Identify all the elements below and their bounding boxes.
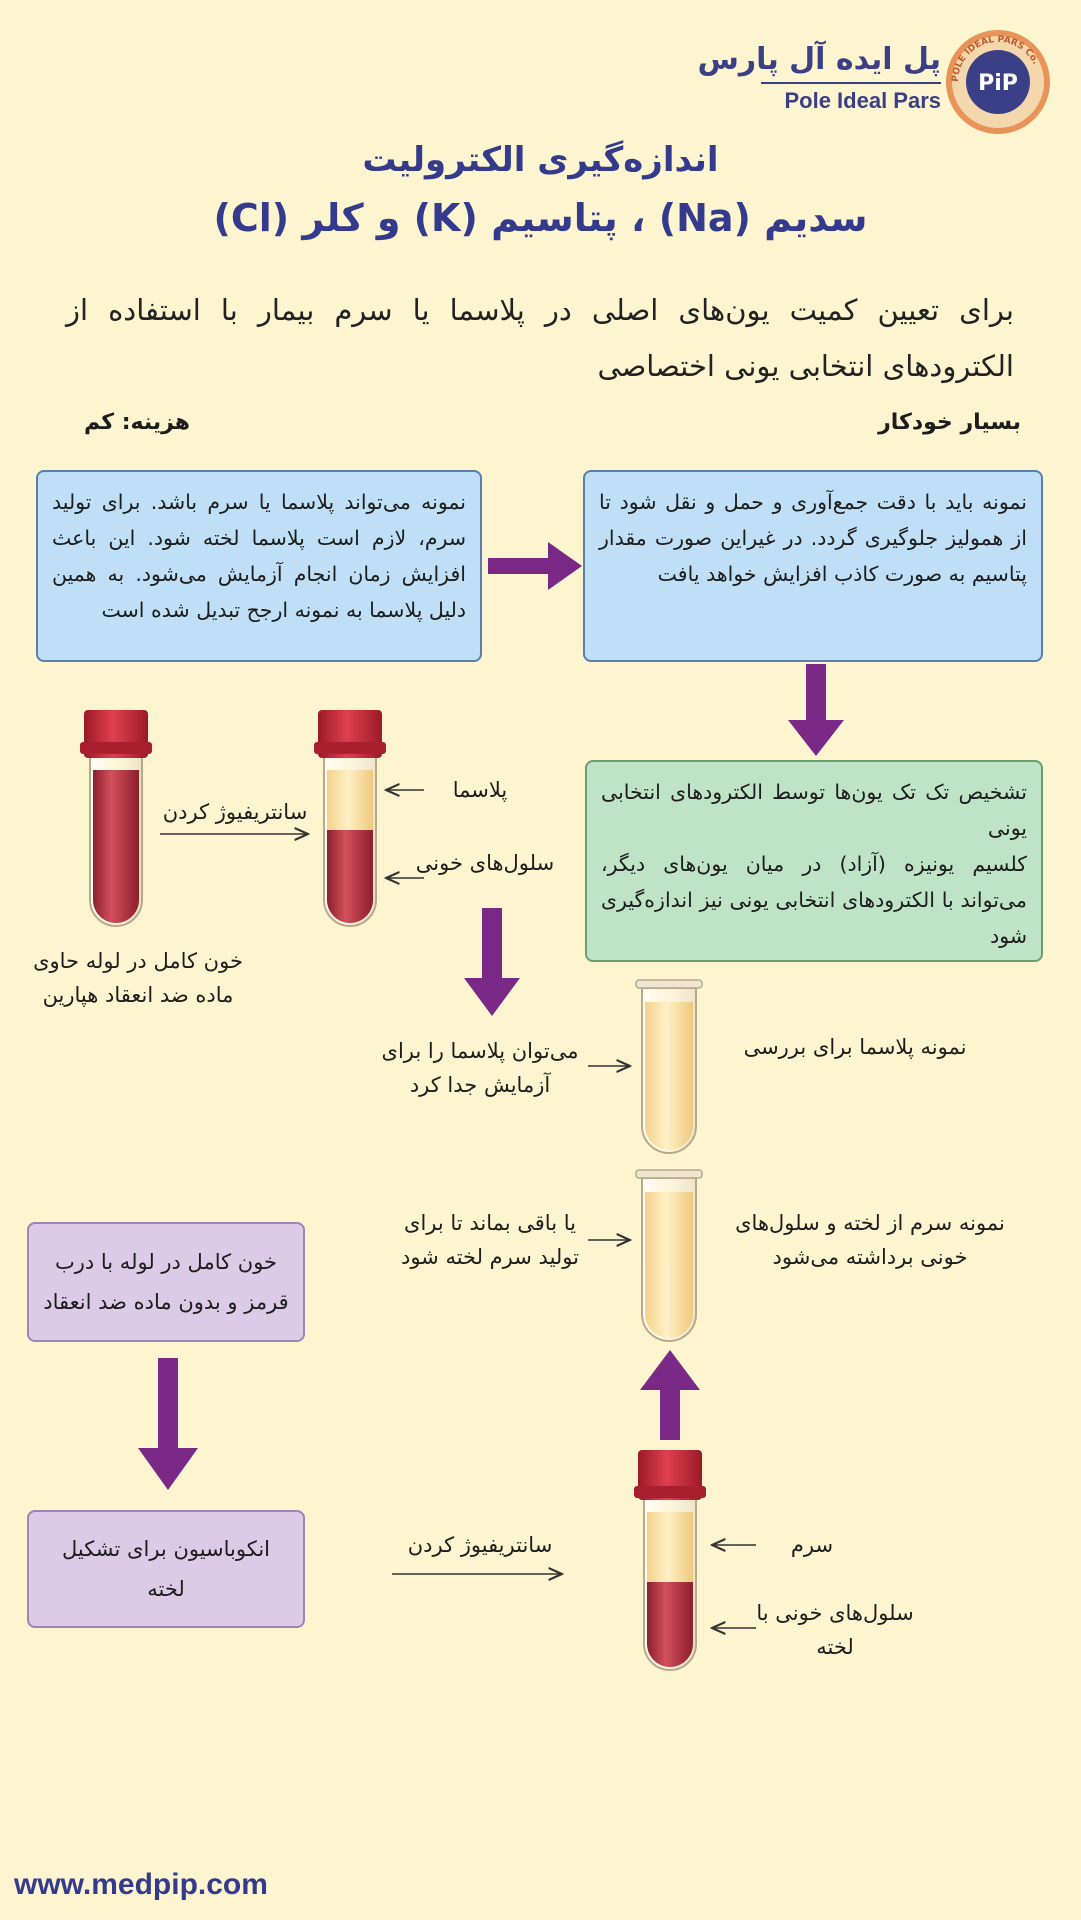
arrow-up-to-serum-tube bbox=[640, 1350, 700, 1440]
serum-sample-tube bbox=[636, 1170, 702, 1341]
arrow-down-to-ise-box bbox=[788, 664, 844, 756]
arrow-down-to-separate bbox=[464, 908, 520, 1016]
centrifuged-tube bbox=[314, 710, 386, 926]
clotted-tube bbox=[634, 1450, 706, 1670]
plasma-sample-tube bbox=[636, 980, 702, 1153]
arrow-down-to-incubation bbox=[138, 1358, 198, 1490]
arrow-right-to-sample-box bbox=[488, 542, 582, 590]
website-link[interactable]: www.medpip.com bbox=[14, 1868, 268, 1902]
whole-blood-tube bbox=[80, 710, 152, 926]
